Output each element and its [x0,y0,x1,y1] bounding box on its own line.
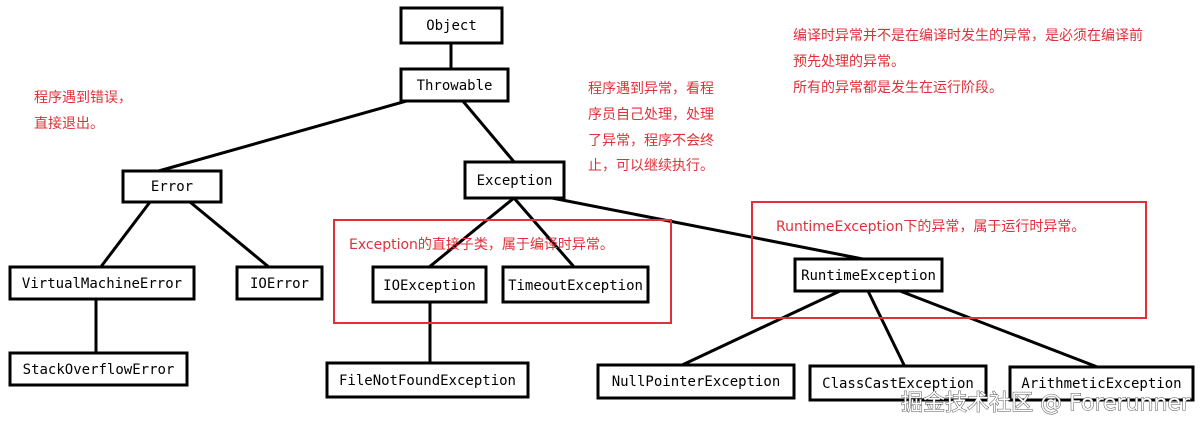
edge-runtimeexception-classcastexception [866,290,907,368]
edge-error-ioerror [189,200,271,270]
node-ioexception-label: IOException [383,278,476,294]
node-ioerror-label: IOError [250,276,309,292]
watermark: 掘金技术社区 @ Forerunner [901,391,1191,416]
node-stackoverflowerror-label: StackOverflowError [23,362,175,378]
runtime-exceptions-region [751,201,1147,319]
node-error: Error [121,169,223,204]
node-virtualmachineerror-label: VirtualMachineError [22,276,182,292]
node-stackoverflowerror: StackOverflowError [8,351,189,387]
node-timeoutexception-label: TimeoutException [508,278,643,294]
node-runtimeexception-label: RuntimeException [801,268,936,284]
node-nullpointerexception: NullPointerException [596,363,796,400]
edge-runtimeexception-arithmeticexception [899,289,1101,370]
node-timeoutexception: TimeoutException [501,265,650,304]
runtime-exceptions-label: RuntimeException下的异常，属于运行时异常。 [776,219,1085,235]
node-throwable: Throwable [399,67,510,103]
node-object: Object [399,6,504,45]
error-note-line-2: 直接退出。 [34,115,104,132]
exception-note-line-2: 序员自己处理，处理 [588,107,714,123]
exception-note-line-3: 了异常，程序不会终 [588,133,714,149]
compile-note-line-2: 预先处理的异常。 [793,54,905,70]
compile-note-line-3: 所有的异常都是发生在运行阶段。 [793,80,1003,96]
node-arithmeticexception-label: ArithmeticException [1021,376,1181,392]
node-ioexception: IOException [371,265,488,304]
compile-note-line-1: 编译时异常并不是在编译时发生的异常，是必须在编译前 [793,27,1143,44]
edge-exception-runtimeexception [551,196,869,262]
node-throwable-label: Throwable [417,78,493,94]
node-error-label: Error [151,179,193,195]
node-exception: Exception [463,160,566,200]
edge-exception-ioexception [427,196,515,270]
checked-exceptions-region [333,219,672,324]
edge-error-virtualmachineerror [98,201,152,269]
edge-runtimeexception-nullpointerexception [679,289,841,368]
error-note-line-1: 程序遇到错误， [34,90,132,106]
node-virtualmachineerror: VirtualMachineError [8,265,196,301]
node-classcastexception: ClassCastException [808,364,988,402]
edge-exception-timeoutexception [512,197,577,269]
exception-note-line-1: 程序遇到异常，看程 [588,81,714,97]
node-filenotfoundexception-label: FileNotFoundException [339,373,516,389]
compile-note: 编译时异常并不是在编译时发生的异常，是必须在编译前 预先处理的异常。 所有的异常… [793,27,1147,96]
edge-throwable-exception [460,99,517,164]
edge-throwable-error [154,98,411,174]
checked-exceptions-label: Exception的直接子类，属于编译时异常。 [349,236,614,253]
edges [94,43,1101,370]
node-arithmeticexception: ArithmeticException [1008,365,1195,402]
exception-note: 程序遇到异常，看程 序员自己处理，处理 了异常，程序不会终 止，可以继续执行。 [588,81,718,174]
node-ioerror: IOError [235,265,324,301]
node-runtimeexception: RuntimeException [793,257,944,293]
exception-note-line-4: 止，可以继续执行。 [588,157,714,174]
node-object-label: Object [426,18,477,34]
error-note: 程序遇到错误， 直接退出。 [34,90,136,132]
node-filenotfoundexception: FileNotFoundException [325,361,530,399]
node-classcastexception-label: ClassCastException [822,376,974,392]
node-exception-label: Exception [477,173,553,189]
node-nullpointerexception-label: NullPointerException [612,374,781,390]
